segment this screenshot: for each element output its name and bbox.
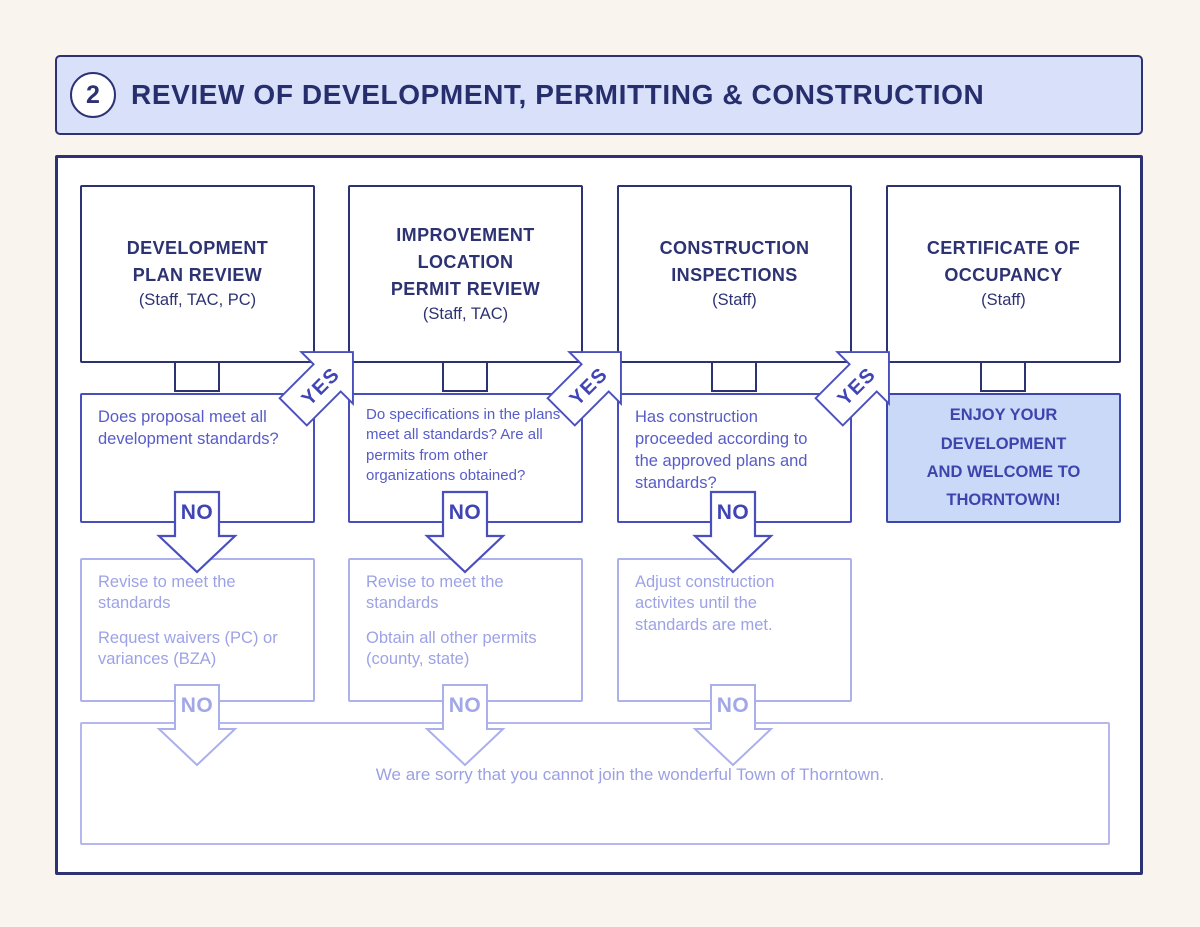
no-label: NO <box>716 501 750 524</box>
no-arrow-1: NO <box>156 490 238 574</box>
no-arrow-shape-icon <box>424 684 506 767</box>
no-label: NO <box>448 501 482 524</box>
stage-subtitle: (Staff, TAC, PC) <box>138 291 257 310</box>
step-number-badge: 2 <box>70 72 116 118</box>
flowchart-container: DEVELOPMENT PLAN REVIEW (Staff, TAC, PC)… <box>55 155 1143 875</box>
yes-arrow-shape-icon <box>278 351 354 427</box>
rejection-text: We are sorry that you cannot join the wo… <box>375 764 885 784</box>
question-box-development-standards: Does proposal meet all development stand… <box>80 393 315 523</box>
no-label: NO <box>448 694 482 717</box>
remedy-text: Adjust construction activites until the … <box>635 573 775 634</box>
connector-rect <box>442 361 488 392</box>
yes-arrow-1: YES <box>271 338 367 434</box>
page-title: REVIEW OF DEVELOPMENT, PERMITTING & CONS… <box>131 79 985 110</box>
remedy-text: Revise to meet the standards <box>366 573 504 613</box>
yes-arrow-shape-icon <box>546 351 622 427</box>
remedy-box-revise-permits: Revise to meet the standards Obtain all … <box>348 558 583 702</box>
stage-subtitle: (Staff) <box>712 291 757 310</box>
no-label: NO <box>180 694 214 717</box>
success-box-enjoy-development: ENJOY YOUR DEVELOPMENT AND WELCOME TO TH… <box>886 393 1121 523</box>
stage-title: DEVELOPMENT PLAN REVIEW <box>126 238 269 286</box>
remedy-box-revise-waivers: Revise to meet the standards Request wai… <box>80 558 315 702</box>
yes-arrow-3: YES <box>807 338 903 434</box>
stage-title: CERTIFICATE OF OCCUPANCY <box>926 238 1081 286</box>
stage-subtitle: (Staff) <box>981 291 1026 310</box>
yes-arrow-2: YES <box>539 338 635 434</box>
connector-rect <box>174 361 220 392</box>
rejection-box: We are sorry that you cannot join the wo… <box>80 722 1110 845</box>
no-arrow-faded-2: NO <box>424 683 506 767</box>
stage-box-certificate-of-occupancy: CERTIFICATE OF OCCUPANCY (Staff) <box>886 185 1121 363</box>
stage-subtitle: (Staff, TAC) <box>422 304 509 323</box>
remedy-text: Obtain all other permits (county, state) <box>366 628 537 669</box>
no-arrow-2: NO <box>424 490 506 574</box>
connector-rect <box>980 361 1026 392</box>
stage-box-construction-inspections: CONSTRUCTION INSPECTIONS (Staff) <box>617 185 852 363</box>
stage-title: IMPROVEMENT LOCATION PERMIT REVIEW <box>390 224 541 299</box>
no-arrow-faded-1: NO <box>156 683 238 767</box>
stage-title: CONSTRUCTION INSPECTIONS <box>659 238 810 286</box>
no-arrow-shape-icon <box>424 490 506 574</box>
remedy-box-adjust-construction: Adjust construction activites until the … <box>617 558 852 702</box>
yes-arrow-shape-icon <box>814 351 890 427</box>
remedy-text: Revise to meet the standards <box>98 573 236 613</box>
step-number: 2 <box>86 80 100 109</box>
no-arrow-shape-icon <box>692 684 774 767</box>
header-banner: 2 REVIEW OF DEVELOPMENT, PERMITTING & CO… <box>55 55 1143 135</box>
connector-rect <box>711 361 757 392</box>
no-arrow-faded-3: NO <box>692 683 774 767</box>
no-arrow-shape-icon <box>692 490 774 574</box>
stage-box-improvement-location-permit-review: IMPROVEMENT LOCATION PERMIT REVIEW (Staf… <box>348 185 583 363</box>
stage-box-development-plan-review: DEVELOPMENT PLAN REVIEW (Staff, TAC, PC) <box>80 185 315 363</box>
no-arrow-shape-icon <box>156 490 238 574</box>
no-label: NO <box>180 501 214 524</box>
no-label: NO <box>716 694 750 717</box>
no-arrow-3: NO <box>692 490 774 574</box>
remedy-text: Request waivers (PC) or variances (BZA) <box>98 628 278 669</box>
no-arrow-shape-icon <box>156 684 238 767</box>
